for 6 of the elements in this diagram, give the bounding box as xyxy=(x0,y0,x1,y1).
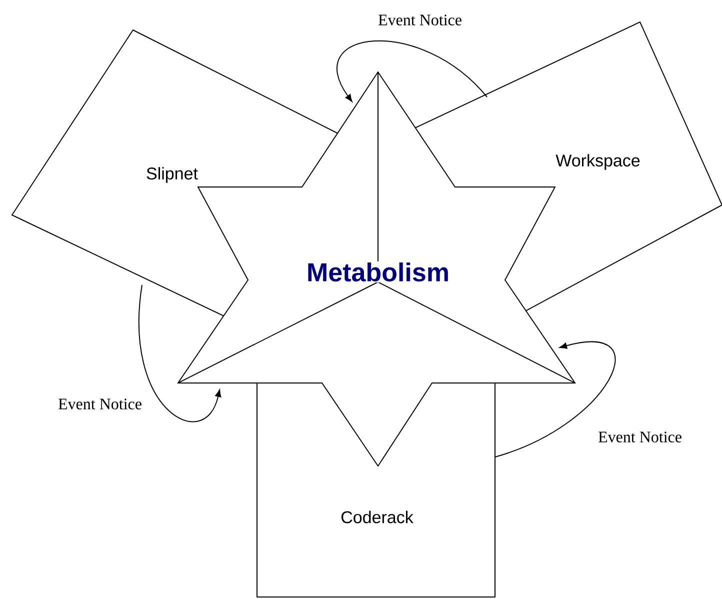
curved-arrow xyxy=(494,341,616,458)
edge-label: Event Notice xyxy=(597,430,683,444)
curved-arrow xyxy=(138,284,222,422)
square: Coderack xyxy=(256,382,496,598)
curved-arrow xyxy=(336,40,488,102)
edge-label: Event Notice xyxy=(57,398,143,410)
